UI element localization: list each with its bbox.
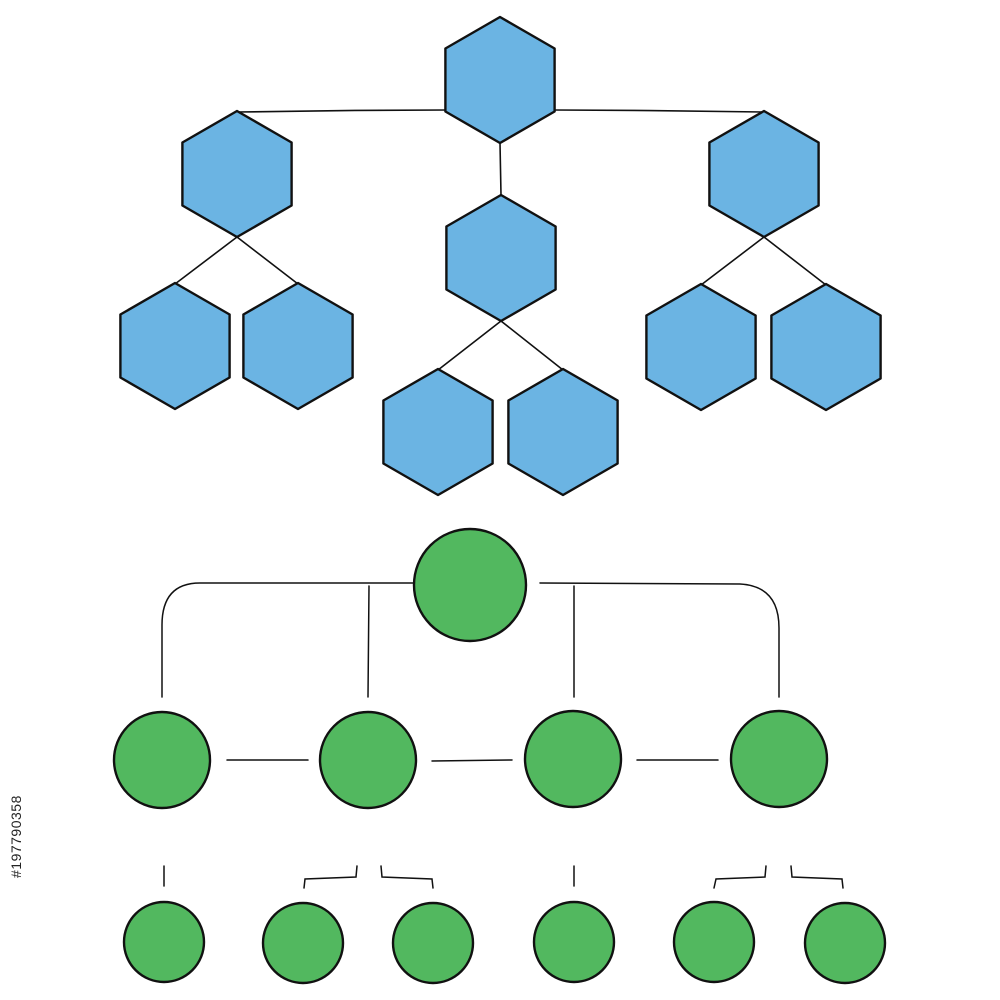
circle-node-m3 xyxy=(523,709,623,809)
connector-left-b xyxy=(236,236,299,285)
hexagon-node-root xyxy=(444,15,556,145)
connector-right-a xyxy=(700,236,765,286)
watermark-stock-id: #197790358 xyxy=(8,795,24,878)
hexagon-node-left-a xyxy=(119,281,231,411)
connector-center-b xyxy=(500,320,564,371)
hexagon-node-left xyxy=(181,109,293,239)
circle-node-b1 xyxy=(122,900,206,984)
connector-root-right xyxy=(553,109,764,113)
hexagon-node-center-b xyxy=(507,367,619,497)
circle-node-m2 xyxy=(318,710,418,810)
circle-node-b4 xyxy=(532,900,616,984)
hexagon-connectors xyxy=(174,109,827,371)
hexagon-node-right xyxy=(708,109,820,239)
circle-node-m1 xyxy=(112,710,212,810)
circle-node-b5 xyxy=(672,900,756,984)
connector-m2-b2 xyxy=(303,865,358,889)
connector-root-m2 xyxy=(367,585,370,698)
circle-node-m4 xyxy=(729,709,829,809)
connector-m4-b5 xyxy=(713,865,767,889)
circle-node-b6 xyxy=(803,901,887,985)
circle-node-b3 xyxy=(391,901,475,985)
connector-root-m1 xyxy=(161,582,416,698)
connector-left-a xyxy=(174,236,238,285)
connector-center-a xyxy=(437,320,502,371)
connector-m2-b3 xyxy=(380,865,434,889)
connector-root-center xyxy=(499,142,502,196)
hexagon-nodes xyxy=(119,15,882,497)
connector-right-b xyxy=(763,236,827,286)
circle-nodes xyxy=(112,527,887,985)
connector-m4-b6 xyxy=(790,865,844,889)
connector-m2-m3 xyxy=(431,759,513,762)
circle-connectors xyxy=(161,582,844,889)
hexagon-node-right-b xyxy=(770,282,882,412)
hexagon-node-left-b xyxy=(242,281,354,411)
connector-root-m4 xyxy=(539,582,780,698)
hexagon-node-right-a xyxy=(645,282,757,412)
circle-node-b2 xyxy=(261,901,345,985)
connector-root-left xyxy=(236,109,448,113)
hexagon-node-center-a xyxy=(382,367,494,497)
circle-node-root xyxy=(412,527,528,643)
hexagon-node-center xyxy=(445,193,557,323)
